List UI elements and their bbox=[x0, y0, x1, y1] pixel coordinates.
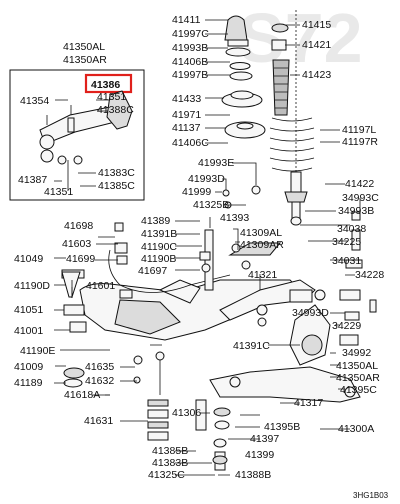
part-label: 41632 bbox=[85, 375, 114, 387]
part-label: 41415 bbox=[302, 19, 331, 31]
part-label: 41393 bbox=[220, 212, 249, 224]
part-label: 34992 bbox=[342, 347, 371, 359]
part-label: 41697 bbox=[138, 265, 167, 277]
part-label: 41699 bbox=[66, 253, 95, 265]
part-drawings bbox=[39, 10, 377, 471]
part-label: 41351 bbox=[44, 186, 73, 198]
part-label: 41189 bbox=[14, 377, 43, 389]
highlight-box bbox=[84, 73, 133, 94]
part-label: 41009 bbox=[14, 361, 43, 373]
part-label: 34225 bbox=[332, 236, 361, 248]
part-label: 41190E bbox=[20, 345, 55, 357]
part-label: 41325B bbox=[193, 199, 229, 211]
part-label: 41993E bbox=[198, 157, 234, 169]
part-label: 41306 bbox=[172, 407, 201, 419]
part-label: 34993D bbox=[292, 307, 329, 319]
part-label: 41387 bbox=[18, 174, 47, 186]
part-label: 41325C bbox=[148, 469, 185, 481]
diagram-code: 3HG1B03 bbox=[353, 491, 389, 500]
part-label: 41603 bbox=[62, 238, 91, 250]
part-label: 41395C bbox=[340, 384, 377, 396]
part-label: 34993C bbox=[342, 192, 379, 204]
part-label: 41049 bbox=[14, 253, 43, 265]
part-label: 41411 bbox=[172, 14, 201, 26]
part-label: 41001 bbox=[14, 325, 43, 337]
part-label: 41309AR bbox=[240, 239, 284, 251]
part-label: 41423 bbox=[302, 69, 331, 81]
part-label: 41383C bbox=[98, 167, 135, 179]
part-label: 41997C bbox=[172, 28, 209, 40]
part-label: 34229 bbox=[332, 320, 361, 332]
part-label: 41309AL bbox=[240, 227, 282, 239]
part-label: 41999 bbox=[182, 186, 211, 198]
part-label: 41190D bbox=[14, 280, 50, 292]
part-label: 34031 bbox=[332, 255, 361, 267]
part-label: 41350AL bbox=[336, 360, 378, 372]
background-watermark: S72 bbox=[238, 0, 363, 77]
part-label: 41388B bbox=[235, 469, 271, 481]
part-label: 41421 bbox=[302, 39, 331, 51]
part-label: 41993D bbox=[188, 173, 225, 185]
part-label: 41317 bbox=[294, 397, 323, 409]
part-label: 41388C bbox=[97, 104, 134, 116]
part-label: 41399 bbox=[245, 449, 274, 461]
inset-box bbox=[9, 69, 145, 201]
part-label: 41190B bbox=[141, 253, 176, 265]
part-label: 41422 bbox=[345, 178, 374, 190]
part-labels: 41411 41997C 41993B 41406B 41997B 41433 … bbox=[14, 14, 389, 500]
part-label: 41389 bbox=[141, 215, 170, 227]
part-label: 41971 bbox=[172, 109, 201, 121]
part-label: 41351 bbox=[97, 91, 126, 103]
part-label: 41395B bbox=[264, 421, 300, 433]
part-label: 41197R bbox=[342, 136, 378, 148]
part-label: 41631 bbox=[84, 415, 113, 427]
part-label: 41406B bbox=[172, 56, 208, 68]
part-label: 41137 bbox=[172, 122, 201, 134]
part-label: 41406C bbox=[172, 137, 209, 149]
part-label: 41385C bbox=[98, 180, 135, 192]
part-label: 34038 bbox=[337, 223, 366, 235]
part-label: 41354 bbox=[20, 95, 49, 107]
part-label: 41698 bbox=[64, 220, 93, 232]
part-label: 41350AR bbox=[63, 54, 107, 66]
part-label: 41197L bbox=[342, 124, 376, 136]
part-label: 34993B bbox=[338, 205, 374, 217]
part-label: 41383B bbox=[152, 457, 188, 469]
part-label: 41350AL bbox=[63, 41, 105, 53]
part-label: 41385B bbox=[152, 445, 188, 457]
part-label: 41321 bbox=[248, 269, 277, 281]
part-label: 41601 bbox=[86, 280, 115, 292]
part-label: 41618A bbox=[64, 389, 100, 401]
part-label: 34228 bbox=[355, 269, 384, 281]
part-label: 41635 bbox=[85, 361, 114, 373]
part-label: 41993B bbox=[172, 42, 208, 54]
part-label: 41350AR bbox=[336, 372, 380, 384]
leader-lines bbox=[54, 19, 361, 476]
highlighted-part-label: 41386 bbox=[91, 79, 120, 91]
part-label: 41391C bbox=[233, 340, 270, 352]
part-label: 41997B bbox=[172, 69, 208, 81]
part-label: 41051 bbox=[14, 304, 43, 316]
part-label: 41300A bbox=[338, 423, 374, 435]
part-label: 41433 bbox=[172, 93, 201, 105]
part-label: 41190C bbox=[141, 241, 177, 253]
part-label: 41397 bbox=[250, 433, 279, 445]
part-label: 41391B bbox=[141, 228, 177, 240]
